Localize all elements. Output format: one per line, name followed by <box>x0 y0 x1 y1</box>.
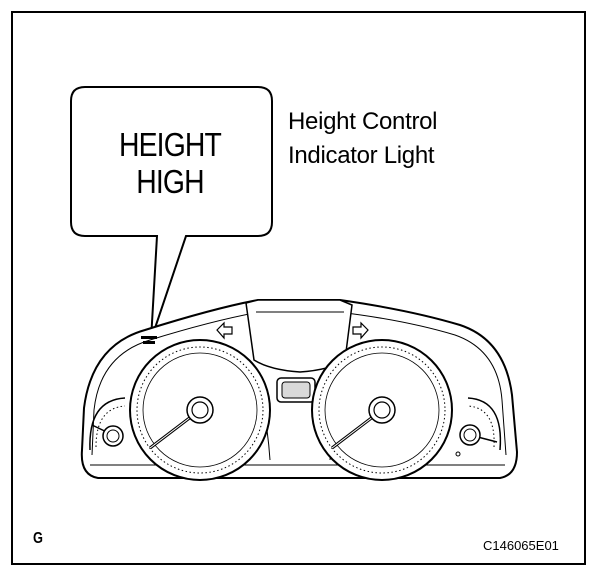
turn-left-arrow-icon <box>216 321 233 340</box>
right-small-gauge <box>455 397 502 457</box>
turn-right-arrow-icon <box>352 321 369 340</box>
figure-code: C146065E01 <box>483 538 559 553</box>
callout-bubble <box>70 86 273 341</box>
callout-title-line1: HEIGHT <box>118 126 222 163</box>
height-indicator-icon <box>141 336 157 344</box>
right-main-gauge <box>311 339 453 481</box>
callout-title-line2: HIGH <box>136 163 204 200</box>
left-small-gauge <box>89 397 126 451</box>
left-main-gauge <box>129 339 271 481</box>
figure-frame <box>11 11 586 565</box>
indicator-label-line2: Indicator Light <box>288 142 435 169</box>
indicator-label-line1: Height Control <box>288 108 438 135</box>
corner-letter: G <box>33 530 43 547</box>
